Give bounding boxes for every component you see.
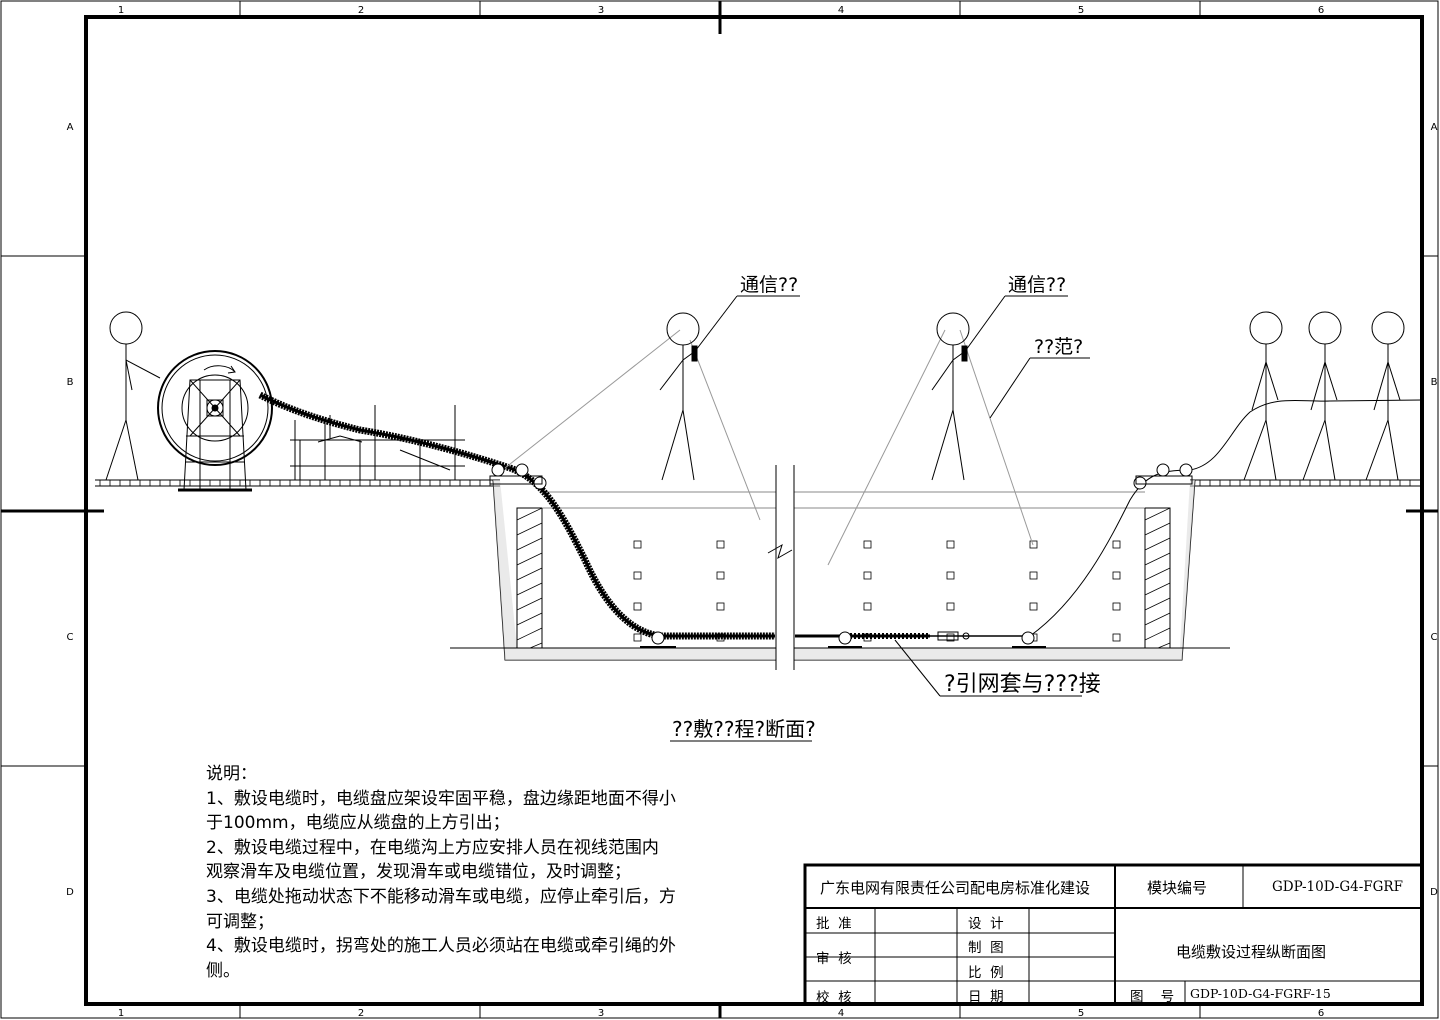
drawing-title: 电缆敷设过程纵断面图	[1176, 943, 1327, 961]
workers	[105, 311, 1405, 481]
col-label: 2	[358, 1008, 364, 1019]
cable-rollers	[489, 463, 1193, 648]
callout-sight-range: ??范?	[1034, 336, 1083, 358]
notes-line: 2、敷设电缆过程中，在电缆沟上方应安排人员在视线范围内	[206, 837, 659, 858]
notes-line: 1、敷设电缆时，电缆盘应架设牢固平稳，盘边缘距地面不得小	[206, 788, 676, 809]
col-label: 4	[838, 5, 844, 16]
notes-line: 观察滑车及电缆位置，发现滑车或电缆错位，及时调整；	[206, 862, 631, 883]
col-label: 6	[1318, 5, 1324, 16]
ruler-labels: 1 2 3 4 5 6 1 2 3 4 5 6 A B C D A B C D	[66, 5, 1438, 1019]
col-label: 3	[598, 5, 604, 16]
notes-line: 可调整；	[206, 911, 274, 932]
callout-leaders	[670, 295, 1090, 742]
callout-comm-left: 通信??	[740, 274, 798, 296]
col-label: 1	[118, 1008, 124, 1019]
cable-trench	[450, 479, 1230, 661]
check-label: 校 核	[816, 990, 852, 1006]
row-label: D	[66, 887, 74, 898]
break-line	[767, 462, 795, 672]
title-block	[803, 863, 1424, 1006]
trench-markers	[633, 540, 1121, 642]
callout-comm-right: 通信??	[1008, 274, 1066, 296]
review-label: 审 核	[816, 951, 852, 967]
design-label: 设 计	[968, 916, 1004, 932]
ground-left	[95, 479, 1422, 487]
approve-label: 批 准	[816, 916, 852, 932]
row-label: C	[67, 632, 74, 643]
col-label: 5	[1078, 1008, 1084, 1019]
col-label: 6	[1318, 1008, 1324, 1019]
sight-lines	[504, 329, 1034, 566]
col-label: 1	[118, 5, 124, 16]
cable-drum	[157, 350, 273, 492]
drawing-no-label: 图 号	[1130, 989, 1175, 1005]
notes-block: 说明： 1、敷设电缆时，电缆盘应架设牢固平稳，盘边缘距地面不得小 于100mm，…	[206, 762, 726, 983]
draft-label: 制 图	[968, 940, 1004, 956]
row-label: B	[1431, 377, 1438, 388]
col-label: 3	[598, 1008, 604, 1019]
row-label: A	[67, 122, 74, 133]
notes-line: 侧。	[206, 960, 240, 981]
row-label: A	[1431, 122, 1438, 133]
notes-line: 3、电缆处拖动状态下不能移动滑车或电缆，应停止牵引后，方	[206, 886, 676, 907]
ground-hatch	[99, 480, 1411, 486]
drawing-no: GDP-10D-G4-FGRF-15	[1190, 986, 1331, 1001]
row-label: D	[1430, 887, 1438, 898]
callout-net-sleeve: ?引网套与???接	[944, 672, 1101, 697]
cable	[258, 391, 1423, 641]
col-label: 4	[838, 1008, 844, 1019]
col-label: 5	[1078, 5, 1084, 16]
row-label: C	[1431, 632, 1438, 643]
notes-line: 于100mm，电缆应从缆盘的上方引出；	[206, 813, 510, 834]
scale-label: 比 例	[968, 965, 1004, 981]
diagram-caption: ??敷??程?断面?	[672, 717, 816, 741]
col-label: 2	[358, 5, 364, 16]
module-code: GDP-10D-G4-FGRF	[1272, 879, 1403, 895]
row-label: B	[67, 377, 74, 388]
company-name: 广东电网有限责任公司配电房标准化建设	[820, 879, 1091, 897]
module-label: 模块编号	[1147, 879, 1208, 897]
date-label: 日 期	[968, 989, 1004, 1005]
notes-heading: 说明：	[206, 764, 257, 784]
cable-ramp	[290, 405, 465, 480]
notes-line: 4、敷设电缆时，拐弯处的施工人员必须站在电缆或牵引绳的外	[206, 936, 676, 957]
